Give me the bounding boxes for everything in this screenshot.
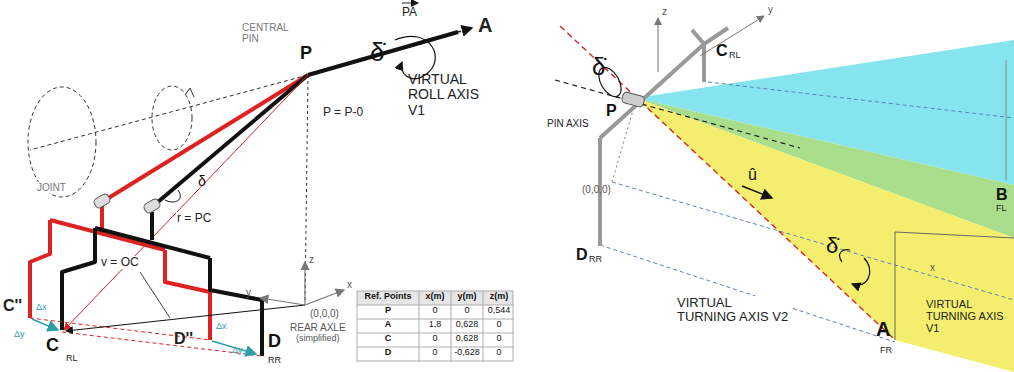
point-label: B	[996, 186, 1008, 204]
table-cell: P	[357, 306, 419, 316]
table-cell: y(m)	[451, 292, 483, 302]
table-cell: 0	[483, 320, 515, 330]
point-subscript: FR	[880, 346, 892, 356]
origin-label: (0,0,0)	[309, 308, 340, 319]
point-label: A	[876, 318, 890, 340]
axis-name: z	[662, 6, 667, 17]
part-label: CENTRAL PIN	[242, 22, 294, 44]
table-cell: 0,628	[451, 334, 483, 344]
table-cell: x(m)	[419, 292, 451, 302]
point-label: D	[268, 332, 281, 352]
offset-label: Δy	[232, 346, 243, 356]
point-subscript: RL	[66, 354, 78, 364]
axis-name: x	[347, 279, 352, 290]
table-cell: 0	[451, 306, 483, 316]
rate-symbol: δ̇	[826, 234, 838, 258]
table-cell: 0	[419, 306, 451, 316]
point-label: C''	[3, 297, 22, 315]
rate-symbol: δ̇	[592, 54, 605, 80]
point-label: D	[576, 246, 588, 264]
table-cell: 0	[483, 334, 515, 344]
origin-label: (0,0,0)	[582, 184, 611, 195]
offset-label: Δx	[36, 303, 47, 313]
point-label: P	[606, 102, 617, 120]
point-subscript: FL	[996, 204, 1007, 214]
table-cell: 0	[419, 334, 451, 344]
point-label: D''	[174, 330, 193, 348]
axis-name: y	[246, 287, 251, 298]
axis-name: y	[768, 4, 773, 15]
part-label: (simplified)	[296, 334, 340, 344]
rate-symbol: δ̇	[370, 38, 384, 67]
point-label: C	[46, 336, 59, 356]
point-label: P	[300, 44, 312, 64]
point-label: C	[716, 42, 728, 60]
point-subscript: RR	[589, 255, 602, 265]
axis-label: PIN AXIS	[546, 118, 590, 129]
vector-label: r = PC	[176, 212, 212, 225]
angle-symbol: δ	[198, 174, 206, 189]
part-label: JOINT	[36, 182, 67, 193]
table-cell: A	[357, 320, 419, 330]
table-cell: C	[357, 334, 419, 344]
offset-label: Δy	[14, 330, 25, 340]
vector-label: PA	[402, 6, 417, 19]
axis-name: x	[930, 262, 935, 273]
axis-name: z	[309, 254, 314, 265]
table-cell: 1,8	[419, 320, 451, 330]
unit-vector: û	[748, 166, 757, 184]
point-label: A	[478, 14, 492, 36]
table-cell: 0,544	[483, 306, 515, 316]
vector-label: v = OC	[100, 256, 140, 269]
table-cell: 0,628	[451, 320, 483, 330]
table-cell: z(m)	[483, 292, 515, 302]
table-cell: 0	[419, 348, 451, 358]
point-subscript: RR	[268, 356, 281, 366]
vector-label: P = P-0	[322, 106, 364, 119]
axis-label: VIRTUAL TURNING AXIS V2	[676, 296, 792, 325]
part-label: REAR AXLE	[290, 322, 346, 333]
table-cell: -0,628	[451, 348, 483, 358]
table-cell: D	[357, 348, 419, 358]
point-subscript: RL	[729, 51, 741, 61]
axis-label: VIRTUAL ROLL AXIS V1	[408, 72, 484, 118]
table-cell: 0	[483, 348, 515, 358]
table-cell: Ref. Points	[357, 292, 419, 302]
offset-label: Δx	[216, 322, 227, 332]
axis-label: VIRTUAL TURNING AXIS V1	[926, 298, 1010, 334]
